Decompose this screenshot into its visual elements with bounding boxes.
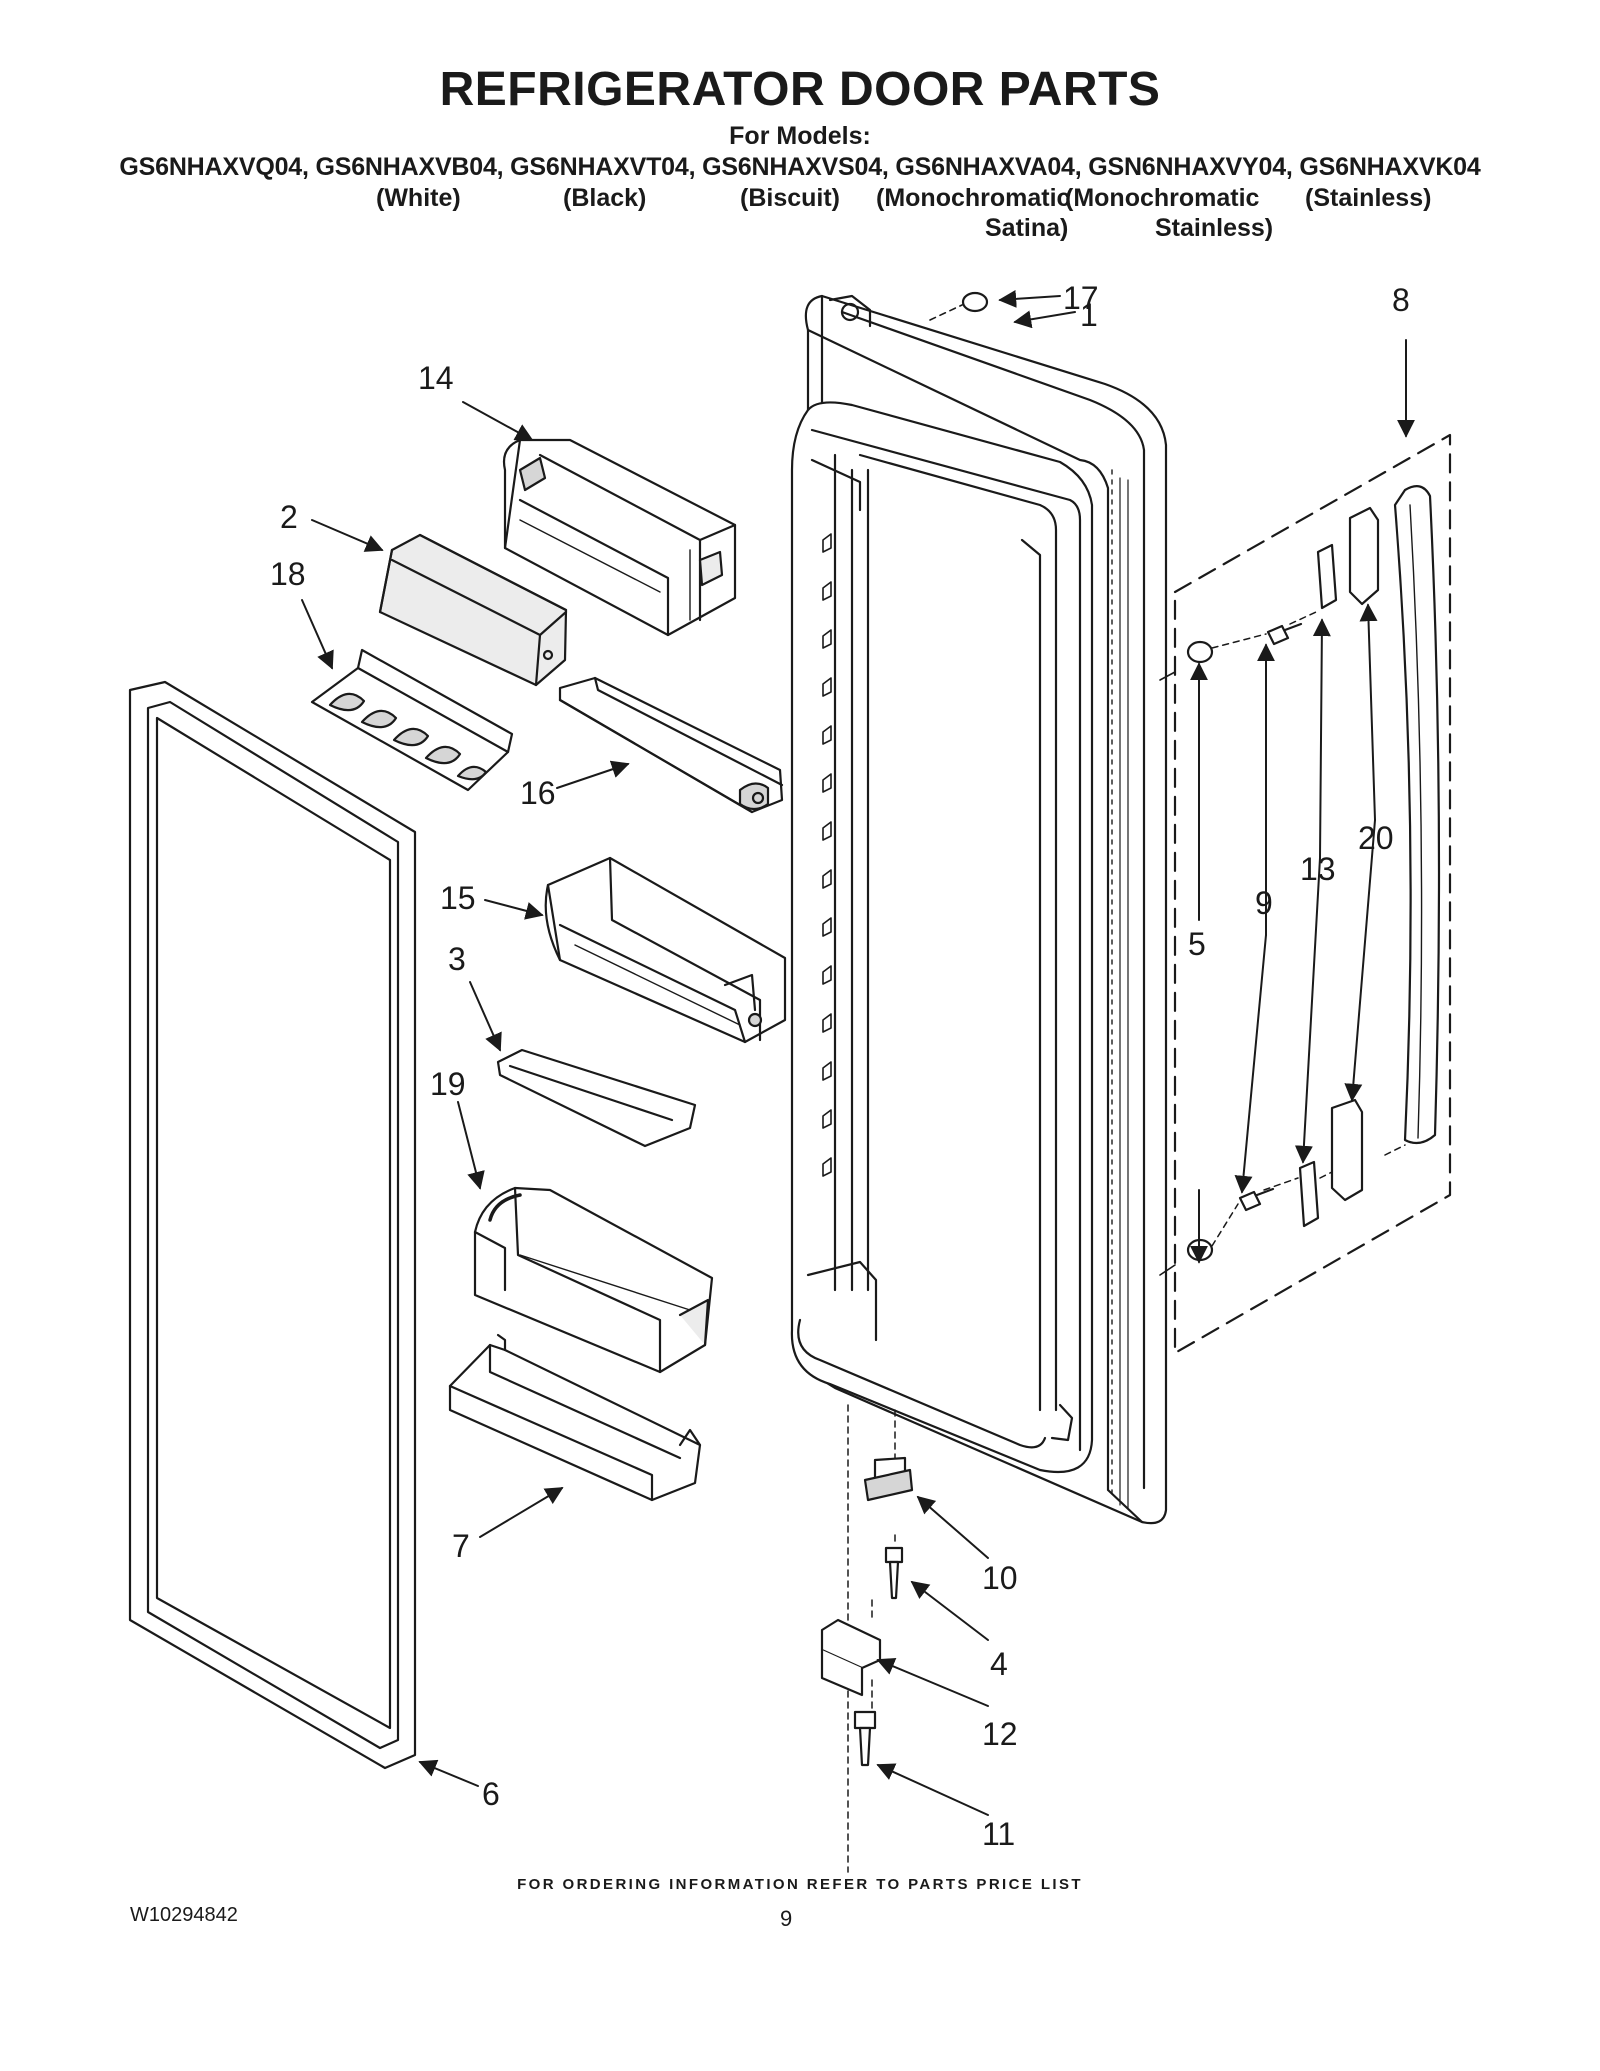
callout-1: 1 [1080,297,1098,333]
door-handle-part-20 [1393,485,1441,1145]
hinge-pin-part-10 [863,1456,914,1502]
variant-monochromatic-stainless: (Monochromatic [1065,184,1260,212]
screw-part-11 [853,1710,877,1767]
callout-11: 11 [982,1816,1016,1852]
callout-12: 12 [982,1716,1018,1752]
variant-white: (White) [376,184,461,212]
screws [1238,622,1303,1212]
shelf-insert-part-3 [496,1048,697,1148]
callout-7: 7 [452,1528,470,1564]
callout-20: 20 [1358,820,1394,856]
callout-6: 6 [482,1776,500,1812]
page-title: REFRIGERATOR DOOR PARTS [439,63,1161,116]
handle-kit-box-part-8 [1173,433,1452,1355]
callout-3: 3 [448,941,466,977]
callout-16: 16 [520,775,556,811]
door-bin-part-15 [544,856,787,1044]
refrigerator-door-part-1 [790,294,1168,1525]
callout-18: 18 [270,556,306,592]
callout-9: 9 [1255,885,1273,921]
variant-biscuit: (Biscuit) [740,184,840,212]
variant-stainless-line2: Stainless) [1155,214,1274,242]
model-numbers: GS6NHAXVQ04, GS6NHAXVB04, GS6NHAXVT04, G… [119,153,1481,181]
door-gasket-part-6 [128,680,417,1770]
variant-black: (Black) [563,184,647,212]
bottom-door-bin-part-7 [448,1333,702,1502]
door-bin-part-19 [473,1186,714,1374]
callout-5: 5 [1188,926,1206,962]
callout-2: 2 [280,499,298,535]
callout-8: 8 [1392,282,1410,318]
for-models-label: For Models: [729,122,871,150]
callout-17: 17 [1063,280,1099,316]
callout-13: 13 [1300,851,1336,887]
variant-stainless: (Stainless) [1305,184,1432,212]
plug-part-17 [961,291,989,313]
callout-14: 14 [418,360,454,396]
door-rail-part-16 [558,676,784,814]
leader-arrows [301,289,1415,1816]
callout-15: 15 [440,880,476,916]
egg-tray-part-18 [310,648,514,792]
screw-part-4 [884,1546,904,1600]
handle-mount-brackets [1298,543,1338,1228]
dairy-door-part-2 [378,533,568,687]
callout-19: 19 [430,1066,466,1102]
door-shelf-notches [822,533,832,1177]
dairy-compartment-part-14 [502,438,737,637]
variant-satina-line2: Satina) [985,214,1069,242]
page-number: 9 [780,1906,793,1931]
document-number: W10294842 [130,1904,238,1926]
ordering-info-note: FOR ORDERING INFORMATION REFER TO PARTS … [517,1876,1083,1893]
callout-4: 4 [990,1646,1008,1682]
handle-end-caps [1330,506,1380,1202]
variant-monochromatic-satina: (Monochromatic [876,184,1071,212]
callout-10: 10 [982,1560,1018,1596]
